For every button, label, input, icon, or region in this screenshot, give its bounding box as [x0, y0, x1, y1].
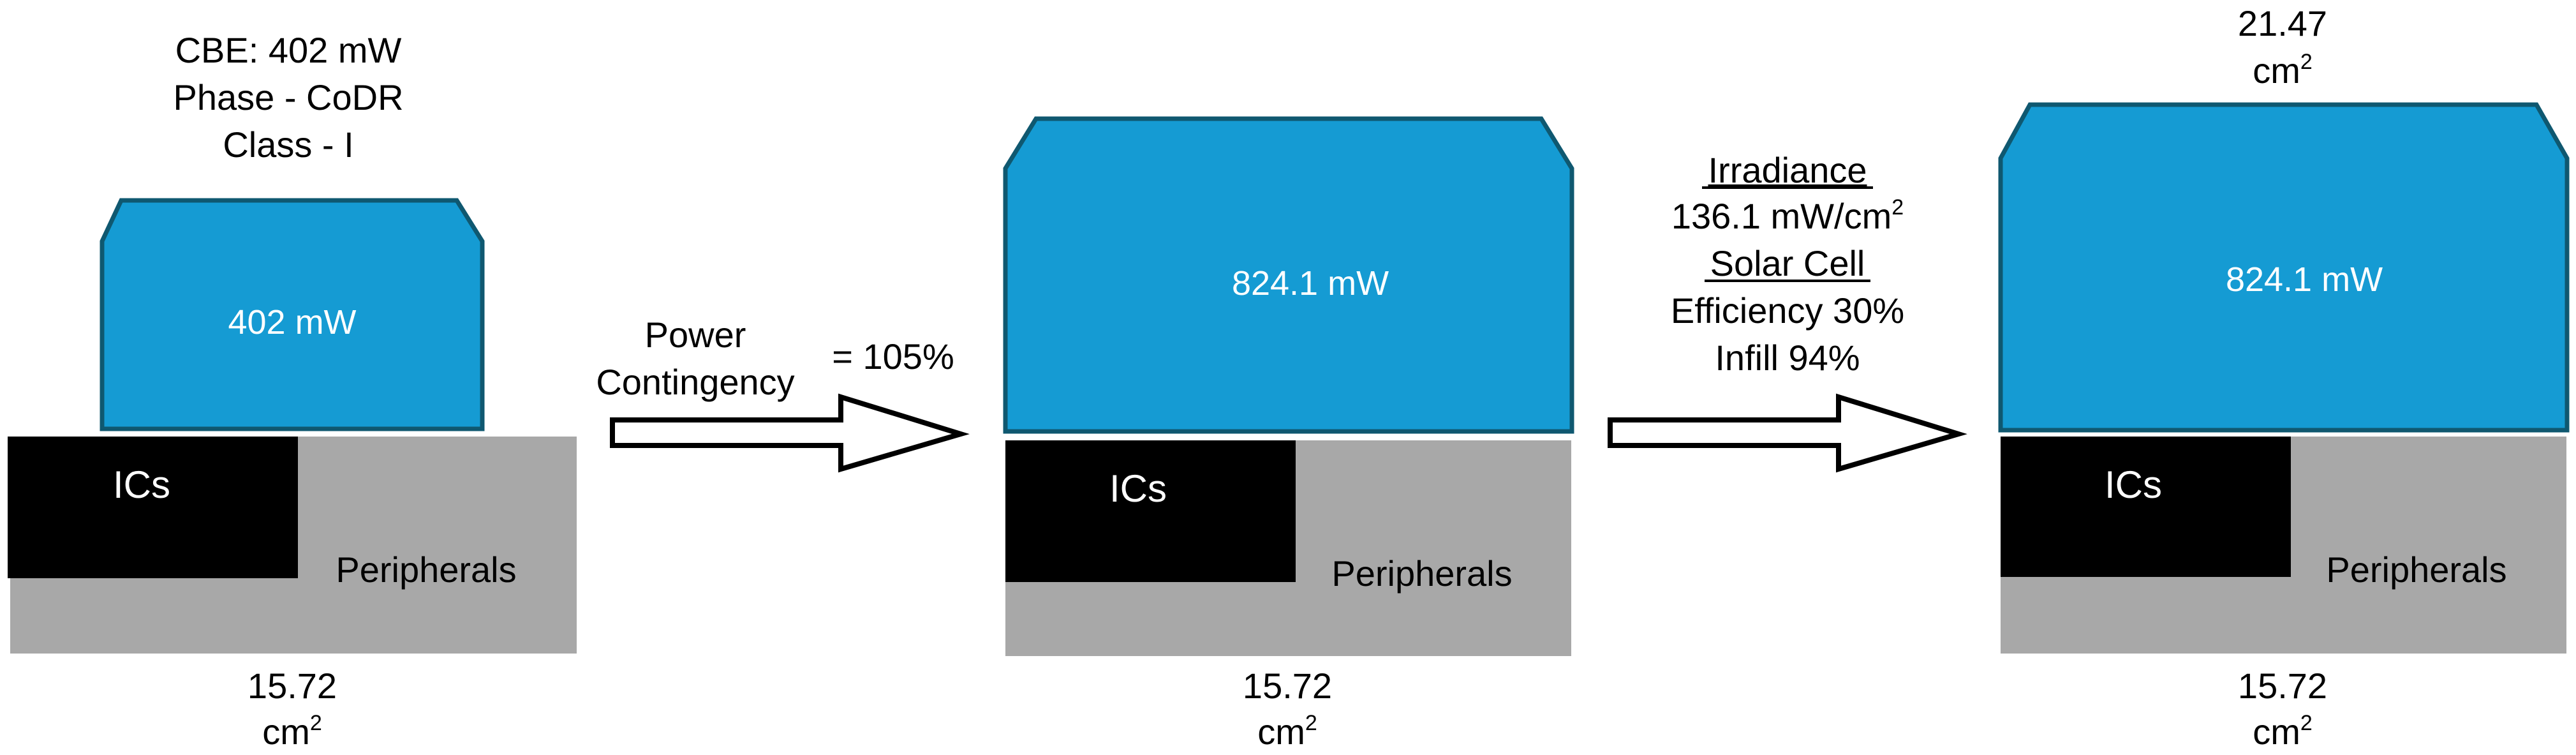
- arrow2-shape: [1608, 393, 1967, 473]
- arrow-1: Power Contingency = 105%: [596, 315, 970, 473]
- stage3-power-label: 824.1 mW: [2226, 260, 2383, 299]
- stage1-ics-block: [8, 437, 298, 578]
- arrow2-efficiency: Efficiency 30%: [1671, 290, 1904, 331]
- stage1-phase-line: Phase - CoDR: [173, 77, 403, 117]
- stage3-ics-block: [2001, 437, 2291, 577]
- arrow2-irradiance-value: 136.1 mW/cm: [1671, 196, 1891, 236]
- stage2-payload-block: [1003, 116, 1574, 434]
- stage1-payload-block: [100, 198, 485, 431]
- stage1-area-unit-line: cm2: [262, 711, 322, 752]
- stage1-class-line: Class - I: [223, 124, 353, 165]
- stage1-area-exp: 2: [310, 711, 322, 735]
- arrow1-value: = 105%: [832, 336, 954, 377]
- arrow-2: Irradiance 136.1 mW/cm2 Solar Cell Effic…: [1608, 150, 1967, 473]
- arrow1-line1: Power: [645, 315, 746, 355]
- stage-3: 21.47 cm2 824.1 mW ICs Peripherals 15.72…: [1998, 3, 2570, 752]
- stage1-power-label: 402 mW: [228, 303, 356, 341]
- stage1-area-value: 15.72: [248, 666, 337, 706]
- arrow2-infill: Infill 94%: [1715, 338, 1860, 378]
- stage3-top-area-exp: 2: [2300, 50, 2313, 74]
- arrow2-irradiance-heading: Irradiance: [1708, 150, 1867, 190]
- stage1-area-unit: cm: [262, 712, 310, 752]
- arrow1-shape: [610, 393, 970, 473]
- stage3-top-area-value: 21.47: [2238, 3, 2327, 43]
- stage2-ics-label: ICs: [1109, 467, 1167, 510]
- arrow1-line2: Contingency: [596, 362, 794, 402]
- stage3-area-value: 15.72: [2238, 666, 2327, 706]
- stage2-area-exp: 2: [1305, 711, 1317, 735]
- stage1-ics-label: ICs: [113, 463, 170, 506]
- arrow2-solar-heading: Solar Cell: [1710, 243, 1865, 283]
- stage3-top-area-unit-line: cm2: [2253, 50, 2313, 91]
- stage3-payload-block: [1998, 102, 2570, 433]
- stage3-area-unit-line: cm2: [2253, 711, 2313, 752]
- stage3-area-unit: cm: [2253, 712, 2300, 752]
- stage2-area-value: 15.72: [1243, 666, 1332, 706]
- arrow2-irradiance-exp: 2: [1891, 195, 1904, 220]
- stage2-power-label: 824.1 mW: [1232, 264, 1389, 303]
- stage-1: CBE: 402 mW Phase - CoDR Class - I 402 m…: [8, 30, 577, 752]
- arrow2-irradiance-line: 136.1 mW/cm2: [1671, 195, 1904, 236]
- stage2-area-unit: cm: [1257, 712, 1305, 752]
- stage3-peripherals-label: Peripherals: [2326, 549, 2506, 590]
- stage3-area-exp: 2: [2300, 711, 2313, 735]
- stage2-peripherals-label: Peripherals: [1331, 553, 1512, 594]
- stage2-ics-block: [1005, 440, 1296, 582]
- stage1-peripherals-label: Peripherals: [336, 549, 516, 590]
- stage3-ics-label: ICs: [2105, 463, 2162, 506]
- stage1-cbe-line: CBE: 402 mW: [175, 30, 402, 70]
- stage3-top-area-unit: cm: [2253, 50, 2300, 91]
- stage2-area-unit-line: cm2: [1257, 711, 1317, 752]
- stage-2: 824.1 mW ICs Peripherals 15.72 cm2: [1003, 116, 1574, 752]
